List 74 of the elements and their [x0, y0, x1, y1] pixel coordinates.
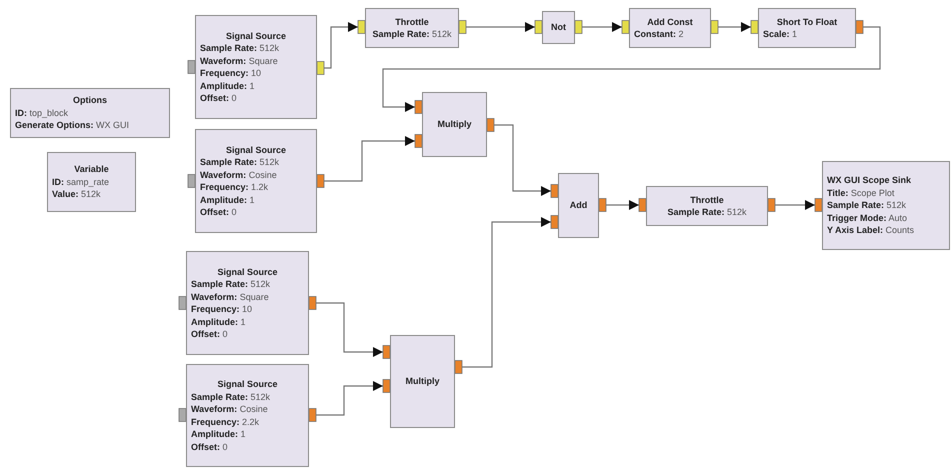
block-box: [186, 251, 309, 355]
block-box: [422, 92, 487, 157]
block-parameter: Waveform: Square: [191, 290, 270, 303]
block-title: Throttle: [689, 194, 725, 206]
block-title: Multiply: [404, 375, 440, 388]
block-parameter: ID: samp_rate: [52, 176, 110, 188]
block-box: [646, 186, 768, 226]
block-parameter: Sample Rate: 512k: [200, 42, 280, 54]
block-parameter: Offset: 0: [191, 328, 229, 340]
connection-arrow: [466, 22, 535, 32]
block-box: [758, 8, 856, 48]
connection-arrow: [324, 22, 358, 69]
connection-arrow: [462, 217, 551, 368]
connection-arrow: [324, 136, 415, 182]
block-box: [365, 8, 459, 48]
block-parameter: Scale: 1: [763, 28, 798, 40]
block-parameter: Sample Rate: 512k: [666, 206, 748, 218]
block-parameter: ID: top_block: [15, 106, 70, 120]
block-box: [47, 152, 136, 212]
block-title: WX GUI Scope Sink: [827, 174, 912, 187]
block-parameter: Generate Options: WX GUI: [15, 119, 130, 132]
block-parameter: Waveform: Square: [200, 54, 279, 67]
block-parameter: Title: Scope Plot: [827, 186, 896, 200]
block-title: Signal Source: [224, 30, 288, 42]
connection-arrow: [316, 381, 383, 416]
block-title: Not: [550, 21, 567, 34]
block-parameter: Amplitude: 1: [191, 316, 247, 328]
block-parameter: Sample Rate: 512k: [191, 278, 272, 290]
connection-arrow: [582, 22, 622, 32]
block-parameter: Amplitude: 1: [200, 80, 256, 92]
block-parameter: Frequency: 10: [191, 303, 254, 316]
connection-arrow: [775, 200, 815, 210]
block-parameter: Offset: 0: [191, 440, 229, 453]
block-parameter: Sample Rate: 512k: [827, 199, 908, 212]
block-box: [542, 11, 575, 44]
connection-arrow: [382, 26, 881, 112]
block-title: Add: [568, 199, 588, 212]
block-parameter: Frequency: 1.2k: [200, 181, 270, 194]
connection-arrow: [606, 200, 639, 210]
block-box: [629, 8, 711, 48]
block-box: [186, 364, 309, 467]
block-title: Options: [72, 94, 108, 107]
block-parameter: Trigger Mode: Auto: [827, 212, 908, 224]
block-parameter: Sample Rate: 512k: [191, 390, 272, 403]
block-parameter: Waveform: Cosine: [200, 168, 278, 181]
block-title: Multiply: [436, 118, 472, 131]
block-box: [822, 161, 950, 250]
connection-arrow: [316, 302, 383, 357]
block-title: Variable: [73, 163, 110, 176]
block-parameter: Sample Rate: 512k: [371, 28, 453, 40]
block-parameter: Frequency: 10: [200, 67, 262, 80]
block-parameter: Sample Rate: 512k: [200, 156, 280, 168]
block-title: Add Const: [646, 16, 694, 28]
block-box: [195, 129, 317, 233]
block-title: Throttle: [394, 16, 430, 28]
block-box: [558, 173, 599, 238]
block-parameter: Offset: 0: [200, 206, 238, 218]
block-parameter: Value: 512k: [52, 188, 102, 201]
block-box: [10, 88, 170, 138]
block-title: Signal Source: [216, 266, 279, 278]
block-parameter: Waveform: Cosine: [191, 403, 269, 416]
block-title: Signal Source: [224, 144, 288, 156]
connection-arrow: [718, 22, 751, 32]
block-parameter: Amplitude: 1: [191, 428, 247, 440]
block-parameter: Offset: 0: [200, 92, 238, 104]
connection-arrow: [494, 124, 551, 196]
block-title: Short To Float: [776, 16, 838, 28]
block-parameter: Amplitude: 1: [200, 194, 256, 206]
block-title: Signal Source: [216, 378, 279, 390]
block-box: [195, 15, 317, 119]
block-parameter: Constant: 2: [634, 28, 685, 40]
block-parameter: Y Axis Label: Counts: [827, 224, 916, 237]
block-box: [390, 335, 455, 428]
block-parameter: Frequency: 2.2k: [191, 416, 260, 428]
